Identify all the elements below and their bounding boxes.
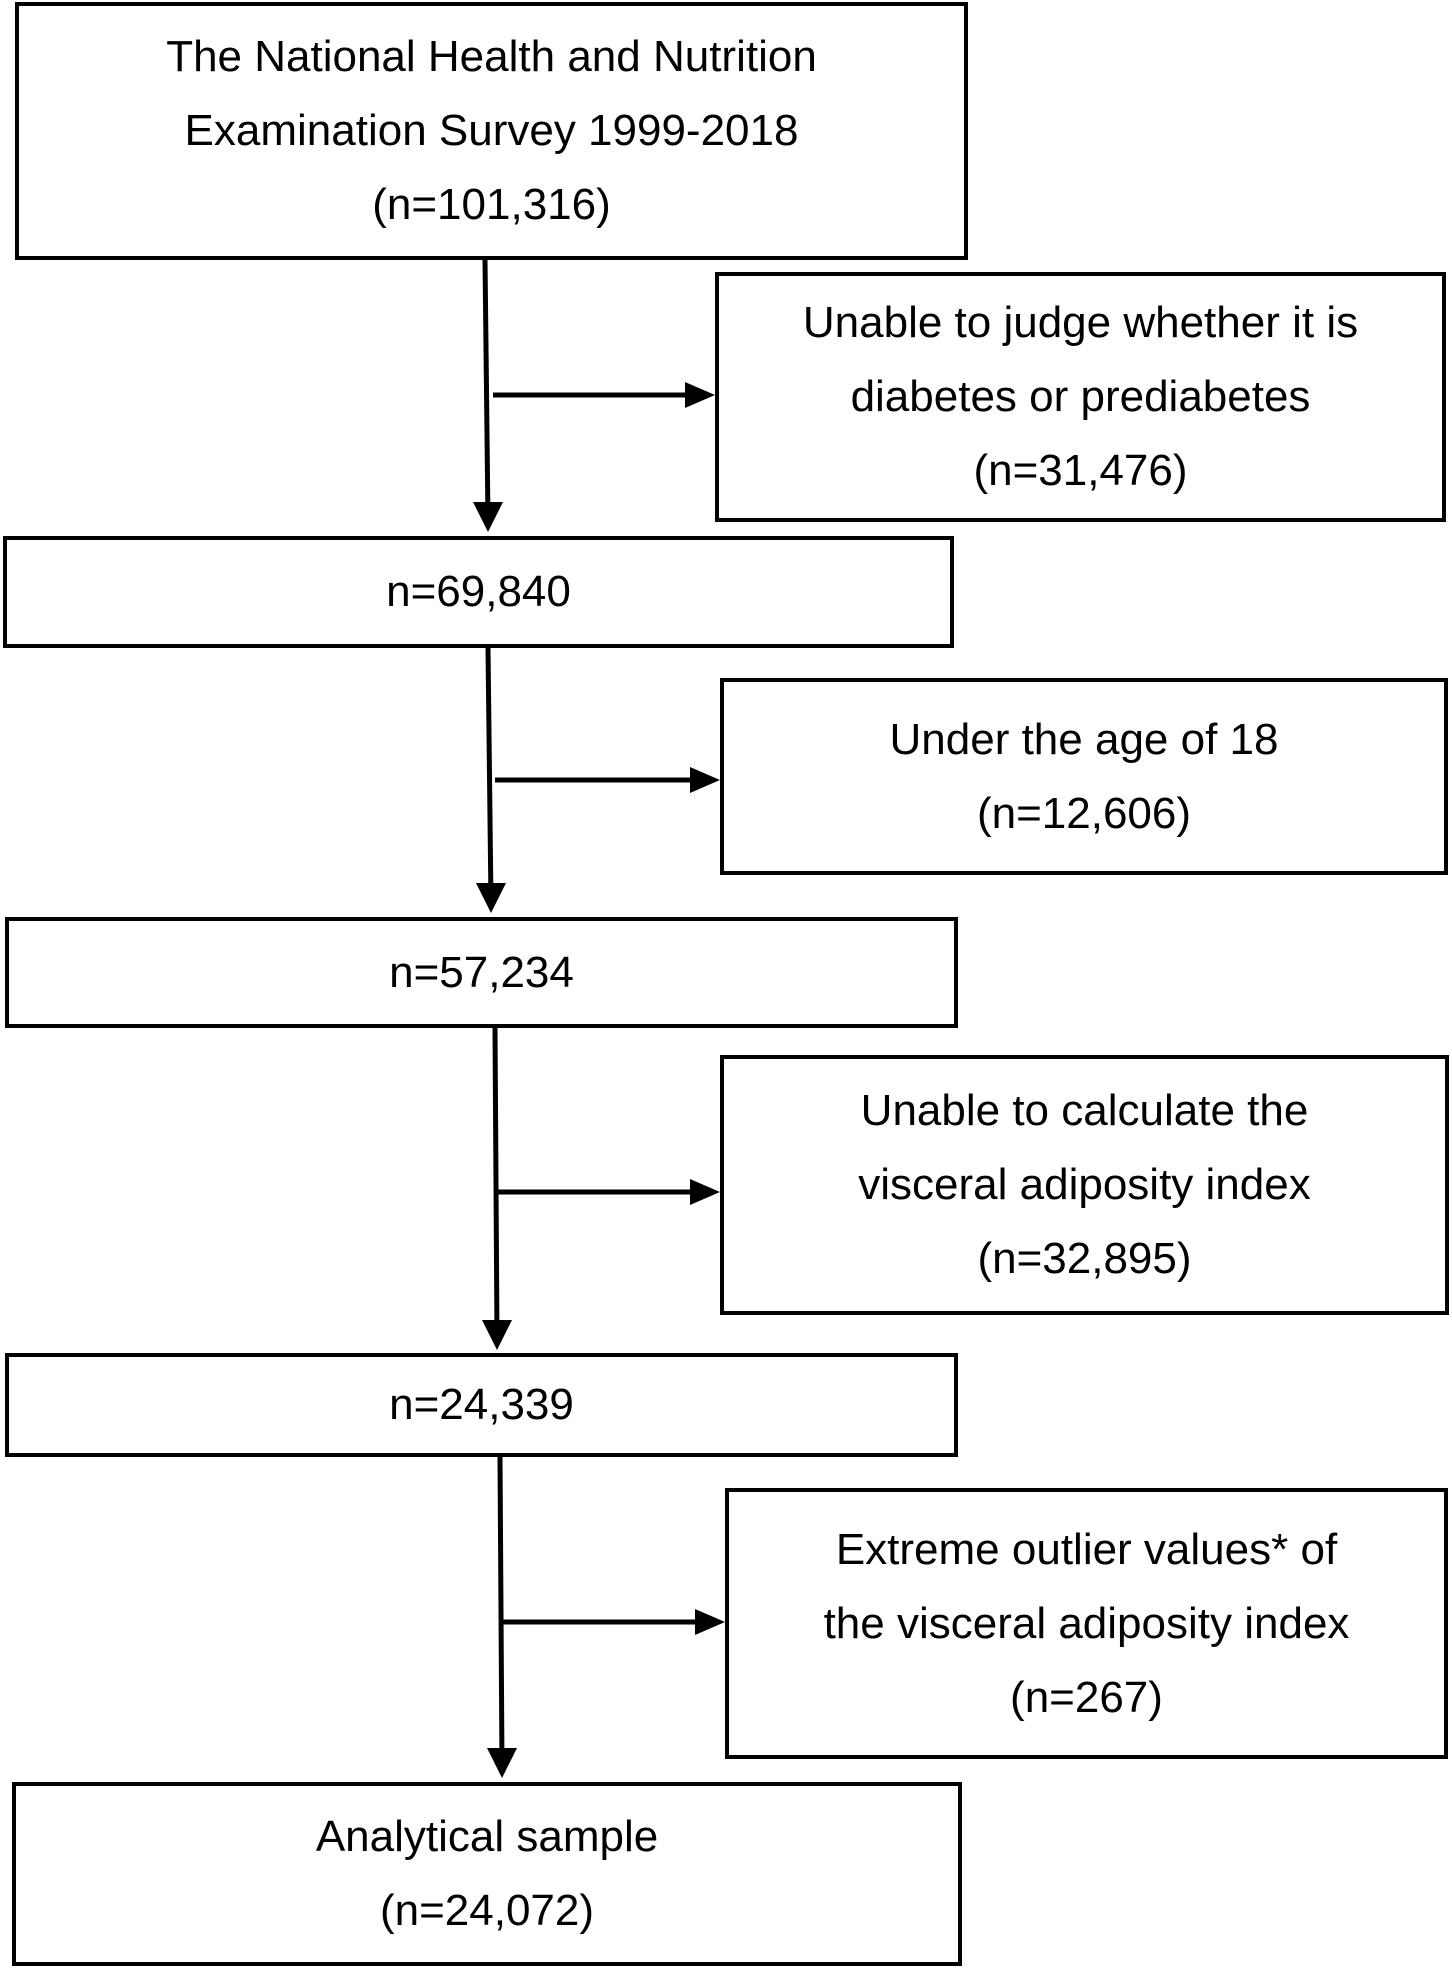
arrow-down-4: [497, 1456, 505, 1769]
exclusion-diabetes-line1: Unable to judge whether it is: [802, 298, 1359, 347]
step2-count: n=57,234: [389, 947, 574, 997]
box-step1: n=69,840: [3, 536, 954, 648]
exclusion-age-count: (n=12,606): [976, 788, 1192, 838]
box-exclusion-age: Under the age of 18 (n=12,606): [720, 678, 1448, 875]
box-exclusion-outliers: Extreme outlier values* of the visceral …: [725, 1488, 1448, 1759]
box-nhanes: The National Health and Nutrition Examin…: [15, 2, 968, 260]
arrow-down-2: [485, 647, 494, 904]
arrowhead-down-3: [482, 1320, 512, 1350]
arrowhead-right-3: [690, 1179, 720, 1205]
nhanes-line2: Examination Survey 1999-2018: [184, 106, 799, 155]
exclusion-diabetes-line2: diabetes or prediabetes: [850, 372, 1311, 421]
exclusion-vai-count: (n=32,895): [977, 1234, 1192, 1283]
final-count: (n=24,072): [379, 1886, 595, 1935]
arrowhead-right-4: [695, 1609, 725, 1635]
exclusion-outliers-count: (n=267): [1010, 1672, 1163, 1722]
arrow-down-1: [482, 259, 491, 523]
final-line1: Analytical sample: [315, 1812, 659, 1861]
box-exclusion-vai: Unable to calculate the visceral adiposi…: [720, 1055, 1449, 1315]
step1-count: n=69,840: [386, 567, 571, 616]
exclusion-vai-line2: visceral adiposity index: [858, 1160, 1311, 1209]
exclusion-outliers-line2: the visceral adiposity index: [823, 1598, 1350, 1648]
exclusion-diabetes-count: (n=31,476): [973, 446, 1188, 495]
arrowhead-right-2: [690, 767, 720, 793]
exclusion-age-line1: Under the age of 18: [889, 714, 1279, 764]
nhanes-count: (n=101,316): [372, 180, 611, 229]
step3-count: n=24,339: [389, 1380, 574, 1429]
arrowhead-down-2: [476, 883, 506, 913]
arrow-down-3: [492, 1027, 500, 1341]
box-final: Analytical sample (n=24,072): [12, 1782, 962, 1966]
box-step2: n=57,234: [5, 917, 958, 1028]
box-step3: n=24,339: [5, 1353, 958, 1457]
arrowhead-down-4: [487, 1748, 517, 1778]
nhanes-line1: The National Health and Nutrition: [166, 32, 817, 81]
box-exclusion-diabetes: Unable to judge whether it is diabetes o…: [715, 272, 1446, 522]
arrowhead-right-1: [685, 382, 715, 408]
arrowhead-down-1: [473, 502, 503, 532]
exclusion-outliers-line1: Extreme outlier values* of: [835, 1524, 1338, 1574]
exclusion-vai-line1: Unable to calculate the: [860, 1086, 1309, 1135]
